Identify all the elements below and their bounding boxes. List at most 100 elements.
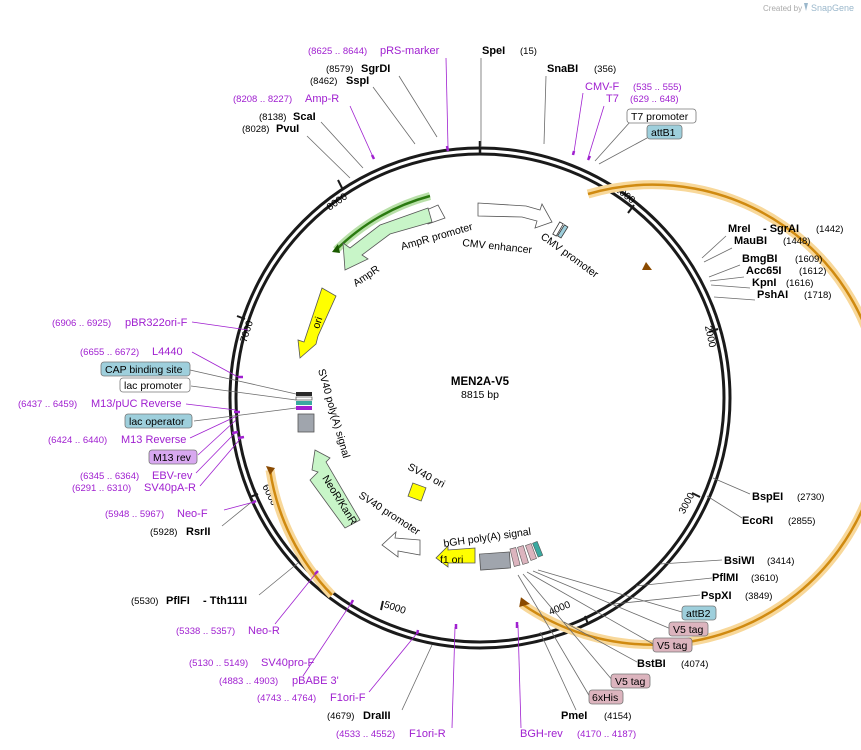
label-cmv-promoter: CMV promoter <box>538 231 601 281</box>
m13-rev-box <box>148 449 198 465</box>
ampr-primer-label: Amp-R <box>305 93 339 105</box>
lead-pspxi <box>613 594 701 605</box>
lead-attb1 <box>598 137 648 165</box>
lead-f1r <box>368 631 419 693</box>
snabi-pos: (356) <box>594 64 616 75</box>
ampr-shape <box>342 207 433 271</box>
lead-pshai <box>713 296 756 301</box>
m13-rev-shape <box>296 406 312 410</box>
ebv-label: EBV-rev <box>152 470 193 482</box>
ecori-pos: (2855) <box>788 516 815 527</box>
bgh-rev-pos: (4170 .. 4187) <box>577 729 636 740</box>
maubi-pos: (1448) <box>783 236 810 247</box>
right-labels: MreI - SgrAI (1442) MauBI (1448) BmgBI (… <box>520 223 843 740</box>
lac-operator-label: lac operator <box>129 416 185 428</box>
lead-m13rev <box>197 419 237 456</box>
lead-bstbi <box>563 621 638 663</box>
lead-pflmi <box>635 577 713 587</box>
sv40-promoter-shape <box>381 530 421 558</box>
lead-sv40par <box>199 437 242 487</box>
lead-maubi <box>703 247 733 263</box>
kpni-label: KpnI <box>752 277 776 289</box>
f1orir-pos: (4533 .. 4552) <box>336 729 395 740</box>
v5-tag-label-2: V5 tag <box>657 640 688 652</box>
lead-pvui <box>306 135 351 179</box>
t7-promoter-label: T7 promoter <box>631 111 689 123</box>
lead-sspi <box>372 86 416 145</box>
center-label: MEN2A-V5 8815 bp <box>451 376 510 401</box>
ebv-pos: (6345 .. 6364) <box>80 471 139 482</box>
watermark-prefix: Created by <box>763 4 802 13</box>
lead-pflfi <box>258 562 299 596</box>
ampr-orf-arrowhead <box>332 244 340 253</box>
label-f1-ori: f1 ori <box>440 554 463 566</box>
v5-tag-label-3: V5 tag <box>615 676 646 688</box>
f1orir-label: F1ori-R <box>409 728 446 740</box>
sv40-polya-shape <box>297 413 315 433</box>
spei-pos: (15) <box>520 46 537 57</box>
lead-bspei <box>712 477 751 495</box>
draiii-label: DraIII <box>363 710 391 722</box>
lead-pmei <box>539 631 577 711</box>
lead-l4440 <box>191 351 239 378</box>
his-tag-label: 6xHis <box>592 692 618 704</box>
tick-2000-mark <box>708 328 719 333</box>
pspxi-pos: (3849) <box>745 591 772 602</box>
prs-label: pRS-marker <box>380 45 440 57</box>
rsrii-pos: (5928) <box>150 527 177 538</box>
f1r-pos: (4743 .. 4764) <box>257 693 316 704</box>
lead-cmvf <box>573 92 584 153</box>
lead-sgrdi <box>398 75 438 138</box>
tick-6000-mark <box>249 493 259 498</box>
lead-v5a <box>532 570 672 630</box>
neor-kanr-shape <box>309 449 361 529</box>
lead-attb2 <box>537 569 683 613</box>
cap-binding-label: CAP binding site <box>105 364 183 376</box>
pshai-pos: (1718) <box>804 290 831 301</box>
bsiwi-pos: (3414) <box>767 556 794 567</box>
m13-rev-label: M13 rev <box>153 452 192 464</box>
sv40pro-pos: (5130 .. 5149) <box>189 658 248 669</box>
bmgbi-pos: (1609) <box>795 254 822 265</box>
pflmi-pos: (3610) <box>751 573 778 584</box>
mark-t7 <box>586 155 592 161</box>
rsrii-label: RsrII <box>186 526 210 538</box>
bmgbi-label: BmgBI <box>742 253 777 265</box>
lead-m13reverse <box>189 415 238 439</box>
t7-pos: (629 .. 648) <box>630 94 679 105</box>
bsiwi-label: BsiWI <box>724 555 755 567</box>
ampr-orf-line <box>335 194 431 251</box>
sv40par-pos: (6291 .. 6310) <box>72 483 131 494</box>
lead-m13puc <box>185 403 237 411</box>
attb2-shape <box>532 540 544 558</box>
attb2-label: attB2 <box>686 608 711 620</box>
lead-ebv <box>195 432 236 474</box>
pvui-pos: (8028) <box>242 124 269 135</box>
pbabe-pos: (4883 .. 4903) <box>219 676 278 687</box>
l4440-pos: (6655 .. 6672) <box>80 347 139 358</box>
prs-pos: (8625 .. 8644) <box>308 46 367 57</box>
backbone <box>228 141 732 650</box>
t7-promoter-shape <box>552 221 564 237</box>
pshai-label: PshAI <box>757 289 788 301</box>
lead-pbr <box>191 321 249 331</box>
mrei-pos: (1442) <box>816 224 843 235</box>
t7-promoter-box <box>626 108 697 124</box>
pmei-pos: (4154) <box>604 711 631 722</box>
bottom-labels: (4533 .. 4552) F1ori-R (4679) DraIII (47… <box>131 595 446 740</box>
lead-ampr <box>349 105 374 158</box>
bstbi-label: BstBI <box>637 658 666 670</box>
pbr-label: pBR322ori-F <box>125 317 188 329</box>
tick-4000-mark <box>584 615 589 625</box>
attb1-label: attB1 <box>651 127 676 139</box>
bspei-label: BspEI <box>752 491 783 503</box>
sv40par-label: SV40pA-R <box>144 482 196 494</box>
v5-tag-label-1: V5 tag <box>673 624 704 636</box>
lead-bgh <box>517 624 522 729</box>
lead-his <box>517 574 591 698</box>
spei-label: SpeI <box>482 45 505 57</box>
lead-neor <box>274 571 318 625</box>
lac-promoter-box <box>119 377 191 393</box>
